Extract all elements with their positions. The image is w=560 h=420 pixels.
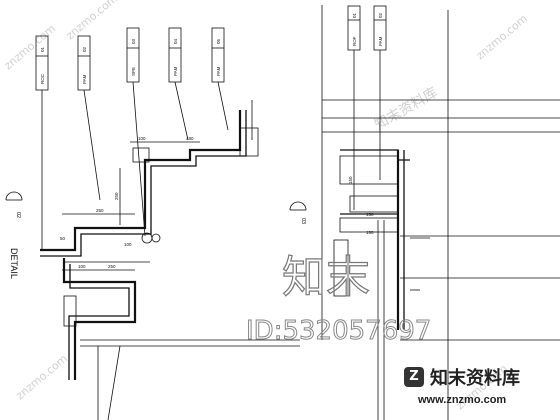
svg-text:02: 02 bbox=[378, 12, 383, 18]
detail-marker-number: 02 bbox=[15, 212, 21, 218]
watermark-diag-4: znzmo.com bbox=[474, 12, 530, 62]
watermark-diag-2: znzmo.com bbox=[64, 0, 120, 42]
right-dim-3: 150 bbox=[366, 230, 374, 235]
brand-watermark: Z 知末资料库 www.znzmo.com bbox=[404, 364, 560, 416]
svg-text:01: 01 bbox=[352, 12, 357, 18]
watermark-id: ID:532057697 bbox=[246, 316, 431, 346]
svg-text:03: 03 bbox=[131, 38, 136, 44]
dim-250-low: 250 bbox=[108, 264, 116, 269]
dim-250-vert: 250 bbox=[114, 192, 119, 200]
callout-tag-5: 05 PAM bbox=[211, 27, 225, 83]
svg-text:ROC: ROC bbox=[40, 73, 45, 84]
left-section: 01 ROC 02 PAM 03 SPE 04 PAM bbox=[35, 27, 300, 420]
dim-50: 50 bbox=[60, 236, 66, 241]
callout-tag-1: 01 ROC bbox=[35, 35, 49, 91]
svg-text:SPE: SPE bbox=[131, 67, 136, 76]
dim-100-side: 100 bbox=[124, 242, 132, 247]
dim-480: 480 bbox=[186, 136, 194, 141]
svg-text:PAM: PAM bbox=[216, 66, 221, 76]
right-dim-2: 150 bbox=[366, 212, 374, 217]
watermark-diag-6: 知末资料库 bbox=[372, 84, 441, 134]
svg-text:01: 01 bbox=[40, 46, 45, 52]
brand-url: www.znzmo.com bbox=[418, 394, 507, 406]
svg-text:02: 02 bbox=[82, 46, 87, 52]
watermark-diag-1: znzmo.com bbox=[2, 22, 58, 72]
diagonal-watermarks: znzmo.com znzmo.com znzmo.com znzmo.com … bbox=[2, 0, 530, 412]
watermark-center-cn: 知末 bbox=[282, 252, 370, 303]
svg-text:PAM: PAM bbox=[173, 66, 178, 76]
dim-100-low: 100 bbox=[78, 264, 86, 269]
callout-tag-4: 04 PAM bbox=[168, 27, 182, 83]
dim-100-top: 100 bbox=[138, 136, 146, 141]
detail-label: DETAIL bbox=[9, 248, 19, 279]
detail-marker: 02 DETAIL bbox=[5, 191, 23, 279]
callout-tag-3: 03 SPE bbox=[126, 27, 140, 83]
right-callout-tag-1: 01 ROF bbox=[347, 5, 361, 51]
right-section: 01 ROF 02 PAM bbox=[289, 5, 560, 420]
brand-row: Z 知末资料库 bbox=[404, 364, 560, 390]
svg-text:ROF: ROF bbox=[352, 36, 357, 46]
watermark-diag-3: znzmo.com bbox=[14, 352, 70, 402]
brand-logo-icon: Z bbox=[404, 367, 424, 387]
svg-text:PAM: PAM bbox=[82, 74, 87, 84]
callout-tag-2: 02 PAM bbox=[77, 35, 91, 91]
brand-name: 知末资料库 bbox=[430, 368, 520, 389]
right-dim-1: 150 bbox=[348, 176, 353, 184]
svg-text:04: 04 bbox=[173, 38, 178, 44]
right-callout-tag-2: 02 PAM bbox=[373, 5, 387, 51]
svg-text:PAM: PAM bbox=[378, 36, 383, 46]
svg-text:05: 05 bbox=[216, 38, 221, 44]
dim-250-mid: 250 bbox=[96, 208, 104, 213]
right-section-marker: 03 bbox=[300, 218, 306, 224]
